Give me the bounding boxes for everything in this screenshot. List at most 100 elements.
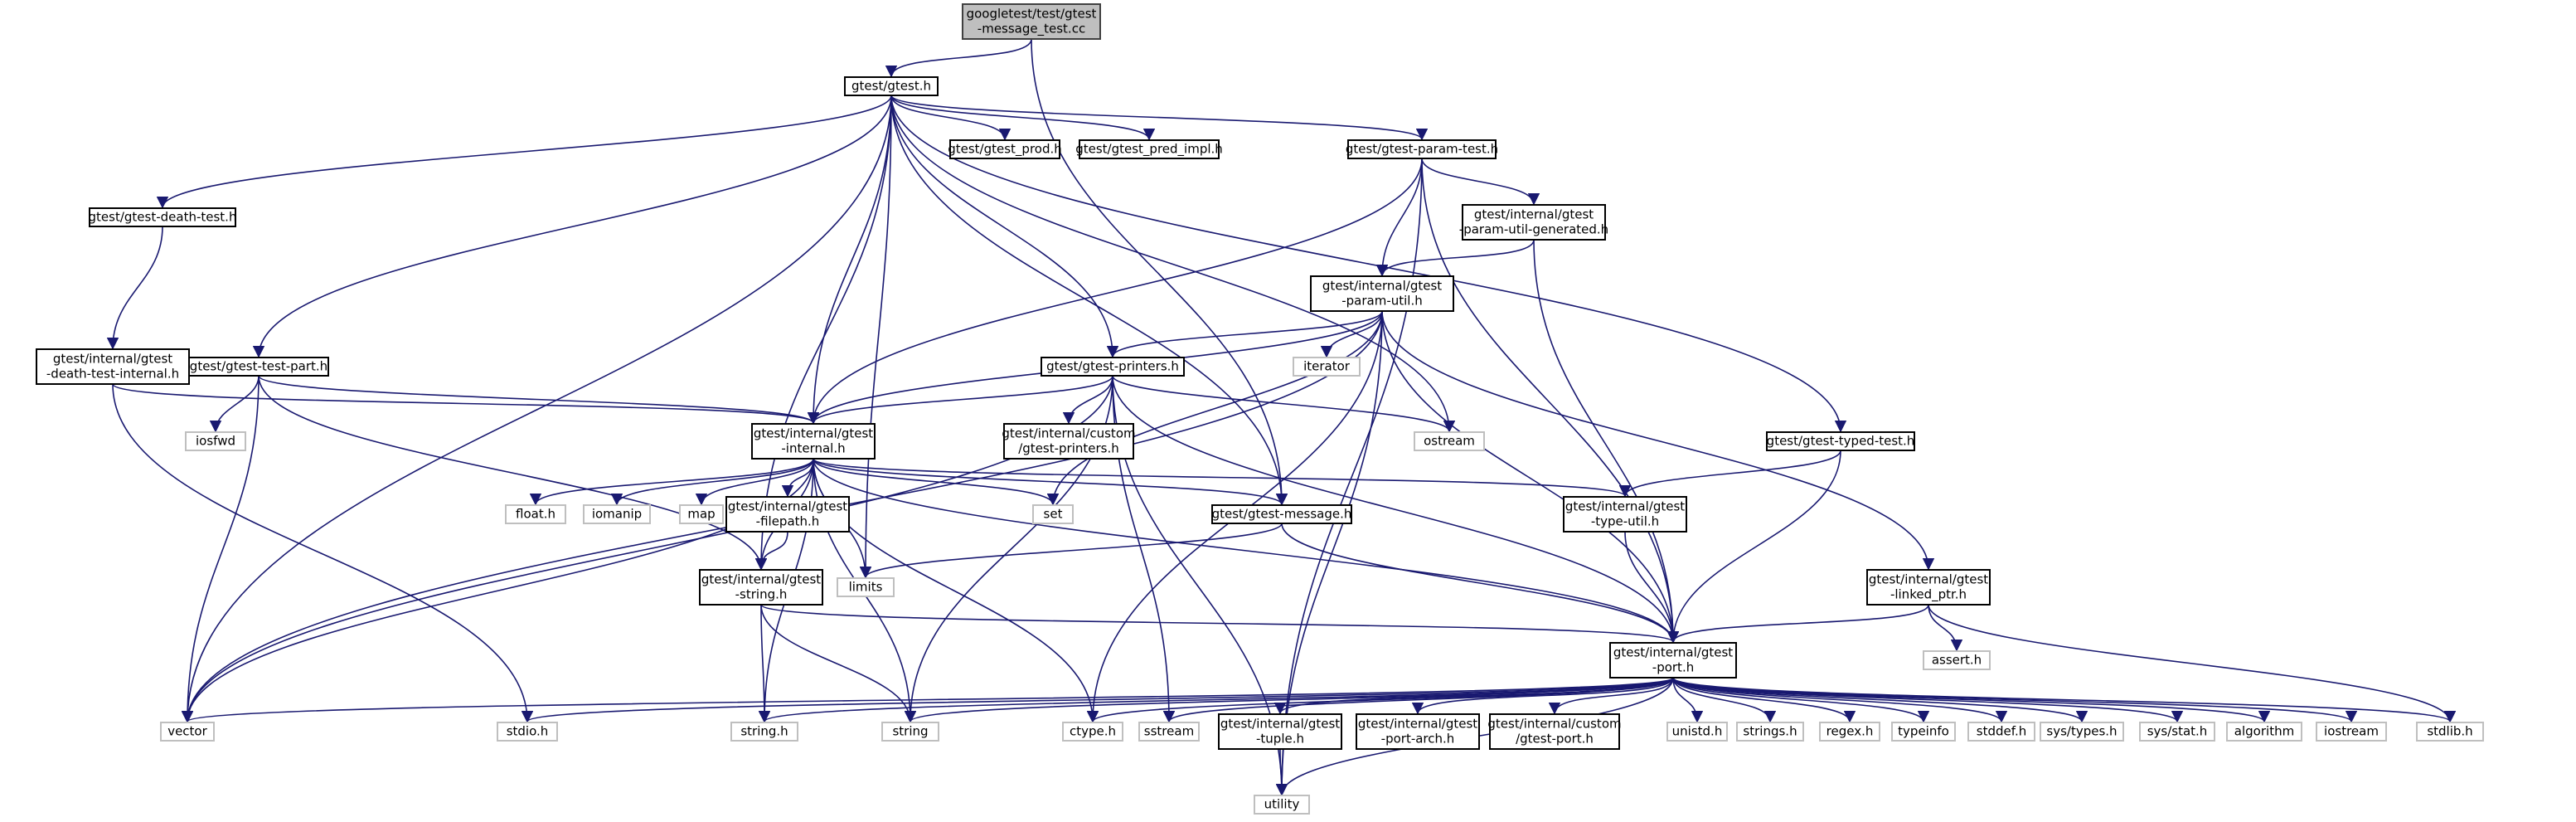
node-tuple[interactable]: gtest/internal/gtest-tuple.h	[1218, 713, 1342, 750]
node-label: -param-util-generated.h	[1459, 222, 1608, 237]
edge-port_h-to-vector	[182, 677, 1674, 723]
node-root[interactable]: googletest/test/gtest-message_test.cc	[962, 3, 1101, 40]
edge-gtest_h-to-limits	[859, 95, 892, 579]
node-box	[89, 207, 236, 227]
edge-typed_test-to-type_util	[1618, 450, 1841, 498]
edge-port_h-to-regex_h	[1672, 677, 1856, 723]
node-label: -string.h	[735, 587, 788, 602]
node-box	[949, 139, 1060, 159]
edge-param_util-to-port_h	[1381, 310, 1680, 644]
node-port-h[interactable]: gtest/internal/gtest-port.h	[1609, 642, 1737, 679]
edge-root-to-gtest_h	[885, 38, 1032, 78]
node-printers[interactable]: gtest/gtest-printers.h	[1041, 357, 1185, 377]
edge-port_h-to-algorithm	[1672, 677, 2270, 723]
node-vector: vector	[160, 722, 215, 742]
edge-param_util-to-set	[1046, 310, 1383, 506]
node-box	[844, 76, 939, 96]
node-typed-test[interactable]: gtest/gtest-typed-test.h	[1766, 431, 1915, 451]
edge-port_h-to-port_arch	[1411, 677, 1674, 715]
node-label: -port.h	[1652, 660, 1694, 675]
node-label: iomanip	[592, 507, 642, 522]
node-assert-h: assert.h	[1923, 650, 1991, 670]
node-param-util-generated[interactable]: gtest/internal/gtest-param-util-generate…	[1459, 204, 1608, 241]
node-box	[2316, 722, 2387, 742]
node-box	[751, 423, 876, 460]
edge-test_part-to-vector	[181, 375, 260, 723]
edge-port_h-to-typeinfo	[1672, 677, 1930, 723]
node-param-test[interactable]: gtest/gtest-param-test.h	[1346, 139, 1498, 159]
node-label: /gtest-port.h	[1516, 732, 1594, 747]
edge-test_part-to-internal_h	[258, 375, 819, 425]
node-string-h-internal[interactable]: gtest/internal/gtest-string.h	[699, 569, 823, 606]
node-filepath[interactable]: gtest/internal/gtest-filepath.h	[725, 496, 850, 533]
node-label: gtest/internal/gtest	[1220, 717, 1340, 732]
edge-param_test-to-param_util_generated	[1421, 158, 1540, 206]
node-label: gtest/internal/gtest	[1869, 572, 1988, 587]
node-strings-h: strings.h	[1736, 722, 1804, 742]
node-test-part[interactable]: gtest/gtest-test-part.h	[188, 357, 329, 377]
node-label: -type-util.h	[1591, 514, 1659, 529]
node-type-util[interactable]: gtest/internal/gtest-type-util.h	[1563, 496, 1687, 533]
node-box	[1766, 431, 1915, 451]
node-stdio-h: stdio.h	[497, 722, 558, 742]
node-label: typeinfo	[1898, 724, 1949, 739]
node-box	[1967, 722, 2035, 742]
node-sstream: sstream	[1138, 722, 1200, 742]
node-label: -port-arch.h	[1381, 732, 1455, 747]
node-label: gtest/internal/gtest	[1613, 645, 1733, 660]
node-label: -death-test-internal.h	[46, 367, 179, 382]
node-ctype-h: ctype.h	[1062, 722, 1123, 742]
node-death-test[interactable]: gtest/gtest-death-test.h	[89, 207, 237, 227]
node-box	[1310, 275, 1454, 312]
edge-port_h-to-unistd_h	[1672, 677, 1704, 723]
node-string: string	[881, 722, 939, 742]
node-box	[160, 722, 215, 742]
node-label: gtest/internal/gtest	[53, 352, 172, 367]
node-box	[1062, 722, 1123, 742]
node-gtest-pred-impl[interactable]: gtest/gtest_pred_impl.h	[1075, 139, 1223, 159]
node-label: gtest/internal/gtest	[754, 426, 873, 441]
node-gtest-prod[interactable]: gtest/gtest_prod.h	[948, 139, 1062, 159]
node-label: sstream	[1144, 724, 1194, 739]
edge-death_test_internal-to-internal_h	[112, 383, 819, 425]
node-box	[188, 357, 329, 377]
node-box	[725, 496, 850, 533]
edge-internal_h-to-set	[813, 458, 1060, 506]
node-gtest-h[interactable]: gtest/gtest.h	[844, 76, 939, 96]
edge-string_h_internal-to-port_h	[760, 604, 1679, 644]
node-box	[185, 431, 246, 451]
edge-printers-to-internal_h	[807, 375, 1113, 425]
node-iosfwd: iosfwd	[185, 431, 246, 451]
node-custom-port[interactable]: gtest/internal/custom/gtest-port.h	[1487, 713, 1622, 750]
node-port-arch[interactable]: gtest/internal/gtest-port-arch.h	[1356, 713, 1480, 750]
node-box	[1489, 713, 1620, 750]
node-box	[2139, 722, 2215, 742]
node-ostream: ostream	[1414, 431, 1485, 451]
edge-gtest_h-to-death_test	[156, 95, 892, 209]
node-label: map	[687, 507, 715, 522]
node-regex-h: regex.h	[1819, 722, 1880, 742]
node-label: gtest/gtest-param-test.h	[1346, 142, 1498, 157]
edge-internal_h-to-type_util	[813, 458, 1631, 498]
node-box	[1866, 569, 1991, 606]
node-box	[1666, 722, 1728, 742]
node-box	[1032, 504, 1074, 524]
node-death-test-internal[interactable]: gtest/internal/gtest-death-test-internal…	[36, 348, 190, 385]
node-param-util[interactable]: gtest/internal/gtest-param-util.h	[1310, 275, 1454, 312]
node-internal-h[interactable]: gtest/internal/gtest-internal.h	[751, 423, 876, 460]
node-label: strings.h	[1743, 724, 1797, 739]
node-custom-printers[interactable]: gtest/internal/custom/gtest-printers.h	[1002, 423, 1136, 460]
node-label: stdlib.h	[2427, 724, 2472, 739]
node-label: -tuple.h	[1256, 732, 1304, 747]
node-linked-ptr[interactable]: gtest/internal/gtest-linked_ptr.h	[1866, 569, 1991, 606]
edge-gtest_h-to-gtest_pred_impl	[890, 95, 1156, 141]
node-box	[1003, 423, 1134, 460]
node-label: set	[1044, 507, 1063, 522]
node-label: limits	[849, 580, 883, 595]
edge-param_test-to-internal_h	[807, 158, 1423, 425]
node-message-h[interactable]: gtest/gtest-message.h	[1211, 504, 1352, 524]
node-box	[699, 569, 823, 606]
node-box	[1293, 357, 1361, 377]
node-label: gtest/gtest-message.h	[1212, 507, 1352, 522]
node-box	[1211, 504, 1352, 524]
